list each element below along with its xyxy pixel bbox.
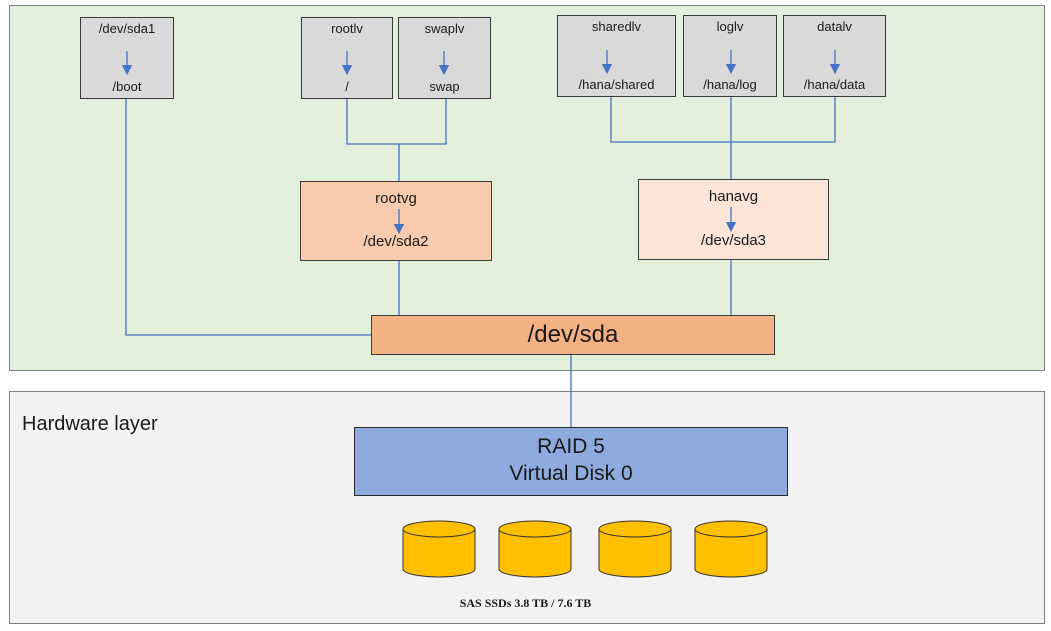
hardware-layer-label: Hardware layer (22, 413, 158, 435)
vg-rootvg-device: /dev/sda2 (363, 233, 429, 250)
lv-swaplv-name: swaplv (424, 21, 465, 36)
disk-sda-label: /dev/sda (527, 321, 619, 348)
ssd-drive-icon (694, 520, 768, 578)
rootlv-merge-line (346, 99, 447, 145)
ssd-drive-icon (498, 520, 572, 578)
lv-rootlv-mount: / (345, 79, 349, 94)
disk-sda-box: /dev/sda (371, 315, 775, 355)
boot-to-sda-line (125, 99, 371, 336)
lv-swaplv-mount: swap (429, 79, 460, 94)
lv-sharedlv-box: sharedlv /hana/shared (557, 15, 676, 97)
partition-sda1-box: /dev/sda1 /boot (80, 17, 174, 99)
lv-datalv-mount: /hana/data (803, 77, 866, 92)
virtual-disk-label: Virtual Disk 0 (509, 462, 633, 486)
lv-rootlv-name: rootlv (331, 21, 363, 36)
lv-sharedlv-name: sharedlv (591, 19, 642, 34)
raid-level-label: RAID 5 (537, 435, 605, 458)
lv-sharedlv-mount: /hana/shared (578, 77, 655, 92)
vg-hanavg-device: /dev/sda3 (700, 232, 767, 249)
ssd-drive-icon (598, 520, 672, 578)
partition-sda1-mount: /boot (112, 79, 142, 94)
ssd-caption: SAS SSDs 3.8 TB / 7.6 TB (459, 596, 592, 610)
ssd-drive-icon (402, 520, 476, 578)
lv-loglv-mount: /hana/log (703, 77, 757, 92)
vg-hanavg-box: hanavg /dev/sda3 (638, 179, 829, 260)
raid-virtual-disk-box: RAID 5 Virtual Disk 0 (354, 427, 788, 496)
partition-sda1-name: /dev/sda1 (98, 21, 156, 36)
vg-rootvg-name: rootvg (375, 190, 417, 207)
lv-loglv-name: loglv (716, 19, 744, 34)
lv-loglv-box: loglv /hana/log (683, 15, 777, 97)
hanalv-merge-line (610, 97, 836, 143)
lv-datalv-name: datalv (817, 19, 852, 34)
vg-hanavg-name: hanavg (708, 188, 759, 205)
vg-rootvg-box: rootvg /dev/sda2 (300, 181, 492, 261)
